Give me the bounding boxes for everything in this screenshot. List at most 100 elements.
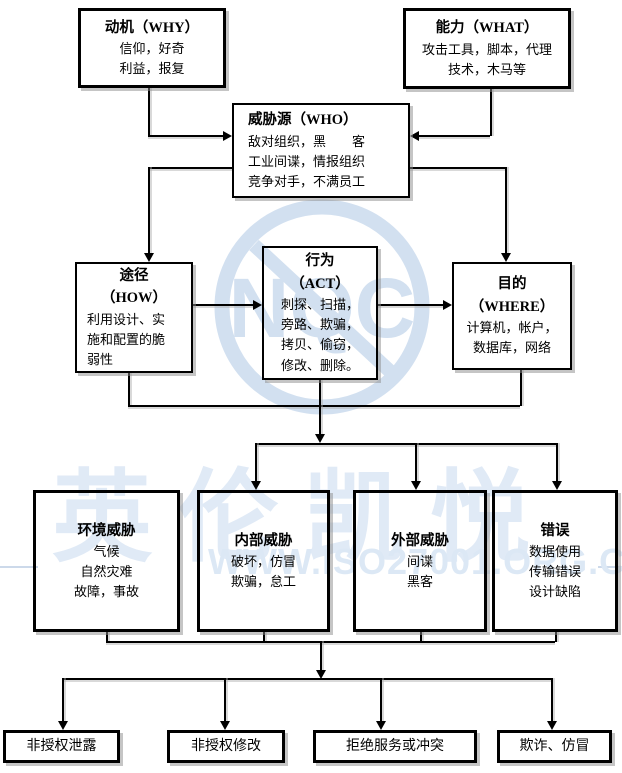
arrowhead [547, 721, 557, 730]
connector-line [419, 135, 490, 137]
box-line: 间谍 [406, 554, 433, 570]
box-line: 信仰，好奇 [119, 41, 185, 57]
box-target: 目的 （WHERE） 计算机，帐户， 数据库，网络 [452, 262, 572, 370]
box-line: 竞争对手，不满员工 [248, 173, 366, 189]
box-line: 利益，报复 [119, 61, 185, 77]
box-title: 能力（WHAT） [435, 20, 539, 37]
connector-line [490, 89, 492, 136]
box-title: 行为 [305, 253, 335, 270]
box-title: （HOW） [100, 290, 168, 307]
box-line: 传输错误 [528, 564, 581, 580]
box-line: 设计缺陷 [528, 584, 581, 600]
connector-line [255, 443, 556, 445]
box-external-threat: 外部威胁 间谍 黑客 [353, 490, 487, 632]
box-title: 途径 [119, 267, 149, 284]
box-line: 技术，木马等 [447, 61, 526, 77]
watermark-rule-left [0, 566, 38, 568]
box-title: 环境威胁 [77, 522, 136, 539]
connector-line [415, 443, 417, 481]
box-title: 拒绝服务或冲突 [346, 738, 444, 754]
website-watermark: WWW.ISO27001.ORG.CN [208, 541, 622, 582]
box-line: 黑客 [406, 574, 433, 590]
connector-line [106, 632, 108, 642]
box-title: 错误 [540, 522, 570, 539]
box-line: 欺骗，怠工 [230, 574, 296, 590]
connector-line [556, 443, 558, 481]
connector-line [148, 135, 223, 137]
connector-line [106, 641, 555, 643]
arrowhead [144, 253, 154, 262]
connector-line [378, 304, 443, 306]
connector-line [319, 380, 321, 434]
box-title: （WHERE） [469, 298, 555, 315]
box-line: 弱性 [87, 352, 114, 368]
box-line: 施和配置的脆 [87, 331, 166, 347]
connector-line [62, 678, 64, 721]
arrowhead [443, 300, 452, 310]
box-line: 数据库，网络 [472, 340, 551, 356]
connector-line [148, 167, 150, 253]
brand-watermark: 英伦凯悦 [52, 462, 556, 574]
arrowhead [223, 131, 232, 141]
connector-line [320, 641, 322, 670]
connector-line [380, 678, 382, 721]
box-title: 威胁源（WHO） [248, 112, 358, 129]
connector-line [555, 632, 557, 642]
box-line: 数据使用 [528, 544, 581, 560]
box-line: 修改、删除。 [280, 357, 359, 373]
box-line: 刺探、扫描， [280, 297, 359, 313]
box-line: 故障，事故 [73, 584, 139, 600]
box-line: 利用设计、实 [87, 311, 166, 327]
arrowhead [251, 481, 261, 490]
box-title: 动机（WHY） [104, 19, 200, 36]
connector-line [128, 373, 130, 406]
watermark-rule-right [598, 566, 622, 568]
connector-line [520, 370, 522, 406]
box-denial-of-service: 拒绝服务或冲突 [313, 730, 477, 763]
connector-line [551, 678, 553, 721]
connector-line [224, 678, 226, 721]
box-line: 计算机，帐户， [466, 320, 558, 336]
box-capability: 能力（WHAT） 攻击工具，脚本，代理 技术，木马等 [403, 8, 571, 89]
connector-line [148, 167, 232, 169]
arrowhead [376, 721, 386, 730]
certification-logo-watermark: NQC [214, 199, 430, 415]
arrowhead [253, 300, 262, 310]
box-title: 内部威胁 [234, 532, 293, 549]
arrowhead [58, 721, 68, 730]
box-unauthorized-disclosure: 非授权泄露 [3, 730, 120, 763]
box-title: （ACT） [290, 275, 350, 292]
box-line: 拷贝、偷窃， [280, 337, 359, 353]
arrowhead [315, 434, 325, 443]
connector-line [420, 632, 422, 642]
box-line: 工业间谍，情报组织 [248, 153, 366, 169]
box-line: 敌对组织，黑 客 [248, 133, 366, 149]
box-motivation: 动机（WHY） 信仰，好奇 利益，报复 [78, 8, 226, 88]
box-title: 欺诈、仿冒 [519, 738, 590, 754]
connector-line [263, 632, 265, 642]
arrowhead [410, 131, 419, 141]
connector-line [193, 304, 253, 306]
box-title: 外部威胁 [391, 532, 449, 549]
box-approach: 途径 （HOW） 利用设计、实 施和配置的脆 弱性 [75, 262, 193, 373]
box-line: 气候 [93, 544, 120, 560]
arrowhead [552, 481, 562, 490]
box-title: 目的 [497, 276, 527, 293]
box-title: 非授权泄露 [26, 738, 97, 754]
connector-line [128, 405, 520, 407]
arrowhead [411, 481, 421, 490]
arrowhead [501, 253, 511, 262]
box-threat-source: 威胁源（WHO） 敌对组织，黑 客 工业间谍，情报组织 竞争对手，不满员工 [232, 103, 410, 198]
connector-line [410, 167, 505, 169]
connector-line [505, 167, 507, 253]
connector-line [255, 443, 257, 481]
box-line: 旁路、欺骗， [280, 317, 359, 333]
box-line: 攻击工具，脚本，代理 [421, 41, 552, 57]
connector-line [62, 678, 551, 680]
connector-line [148, 88, 150, 136]
arrowhead [220, 721, 230, 730]
box-internal-threat: 内部威胁 破坏，仿冒 欺骗，怠工 [197, 490, 330, 632]
box-unauthorized-modification: 非授权修改 [167, 730, 285, 763]
arrowhead [316, 670, 326, 679]
